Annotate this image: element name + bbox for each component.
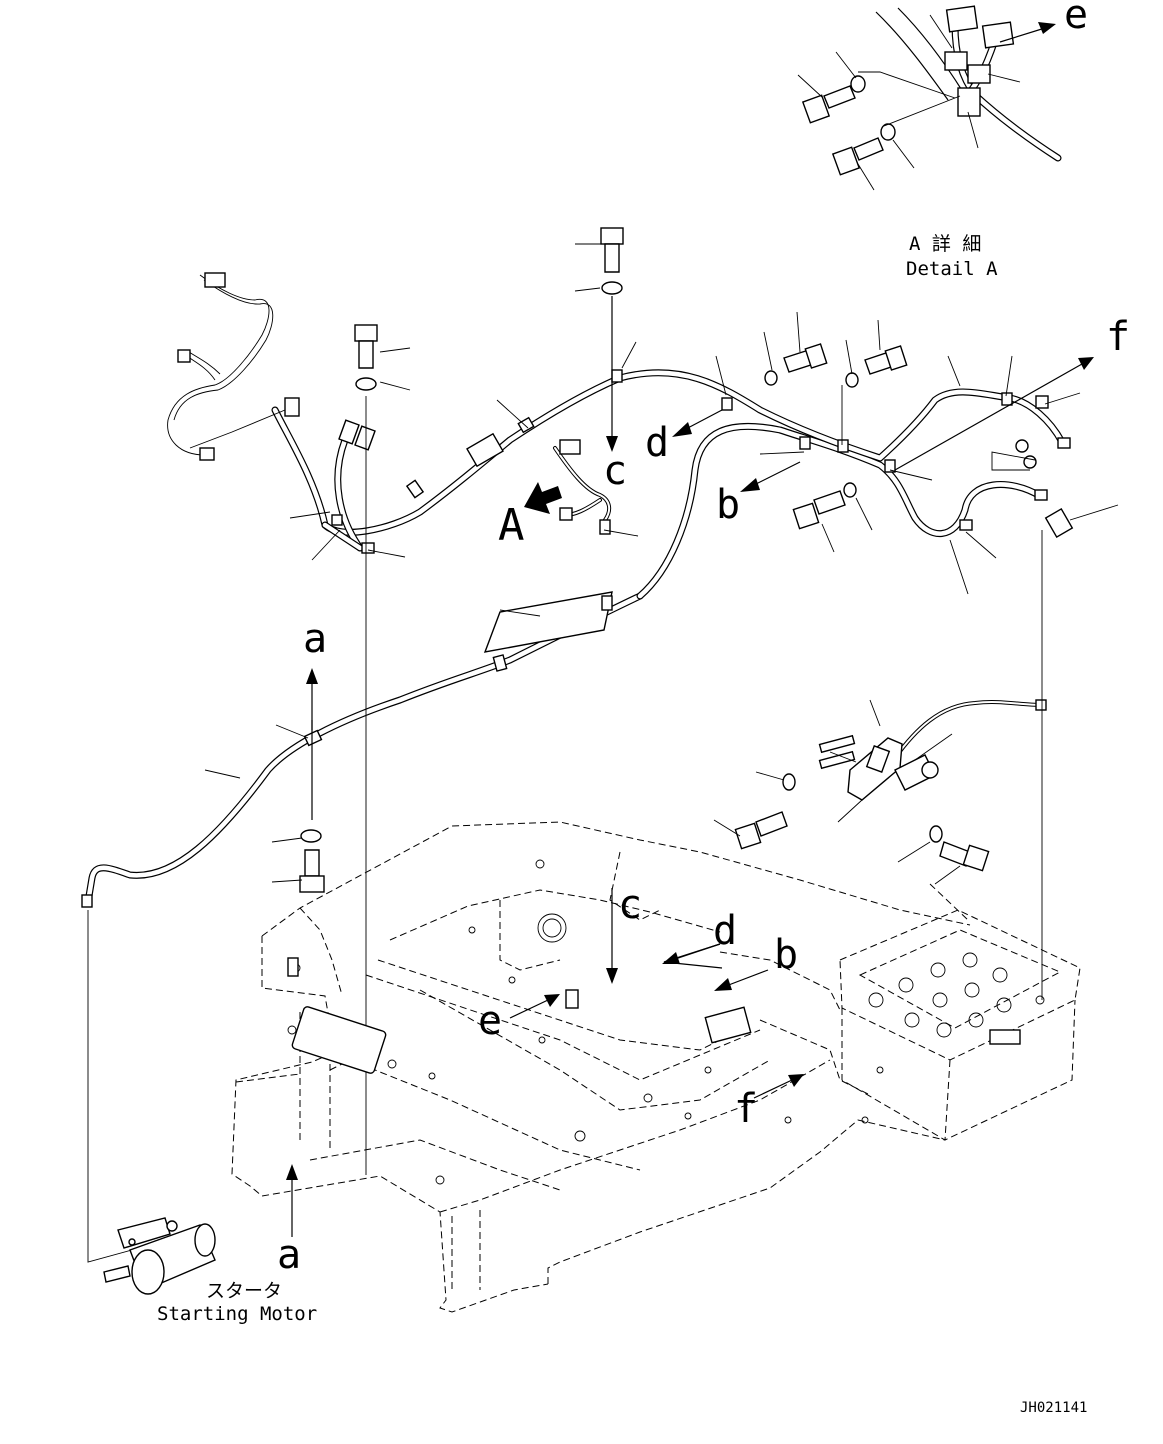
drawing-number: JH021141 bbox=[1020, 1400, 1087, 1416]
bolt-icon bbox=[831, 137, 884, 176]
bolt-icon bbox=[801, 85, 856, 124]
washer-icon bbox=[601, 281, 623, 295]
main-harness bbox=[84, 274, 1066, 906]
machine-frame bbox=[231, 821, 1081, 1313]
bolt-icon bbox=[783, 343, 828, 373]
washer-icon bbox=[929, 825, 943, 843]
bolt-icon bbox=[792, 490, 846, 530]
harness-sleeve bbox=[483, 591, 613, 653]
connectors bbox=[177, 272, 1074, 538]
label-e-detail: e bbox=[1064, 0, 1088, 38]
leader-lines bbox=[87, 243, 1119, 1263]
arrows bbox=[286, 296, 1094, 1237]
label-a-upper: a bbox=[303, 616, 327, 662]
starter-caption-en: Starting Motor bbox=[157, 1303, 317, 1325]
label-e-lower: e bbox=[478, 998, 502, 1044]
bolt-icon bbox=[939, 841, 990, 872]
label-c-upper: c bbox=[603, 448, 627, 494]
label-f-lower: f bbox=[734, 1086, 758, 1132]
washer-icon bbox=[300, 829, 322, 843]
harness-clamps bbox=[81, 369, 1049, 908]
starter-caption-jp: スタータ bbox=[206, 1280, 282, 1302]
label-a-lower: a bbox=[277, 1232, 301, 1278]
detail-arrow-icon bbox=[524, 482, 562, 514]
starting-motor bbox=[103, 1217, 216, 1295]
detail-a bbox=[797, 5, 1062, 191]
washer-icon bbox=[782, 773, 796, 791]
bolt-icon bbox=[354, 324, 378, 369]
bolt-icon bbox=[299, 849, 325, 893]
detail-caption-en: Detail A bbox=[906, 258, 998, 280]
label-f-upper: f bbox=[1106, 314, 1130, 360]
washer-icon bbox=[845, 372, 859, 388]
battery-relay-switch bbox=[818, 734, 939, 801]
washer-icon bbox=[355, 377, 377, 391]
label-d-upper: d bbox=[645, 420, 669, 466]
bolt-icon bbox=[734, 811, 788, 850]
detail-caption-jp: A 詳 細 bbox=[909, 233, 981, 255]
washer-icon bbox=[850, 75, 866, 93]
washer-icon bbox=[764, 370, 778, 386]
label-c-lower: c bbox=[618, 882, 642, 928]
washer-icon bbox=[843, 482, 857, 498]
label-b-upper: b bbox=[716, 482, 740, 528]
bolt-icon bbox=[864, 345, 908, 375]
washer-icon bbox=[880, 123, 896, 141]
label-b-lower: b bbox=[774, 932, 798, 978]
label-A: A bbox=[498, 500, 525, 551]
fasteners bbox=[299, 227, 990, 893]
label-d-lower: d bbox=[713, 908, 737, 954]
bolt-icon bbox=[600, 227, 624, 273]
